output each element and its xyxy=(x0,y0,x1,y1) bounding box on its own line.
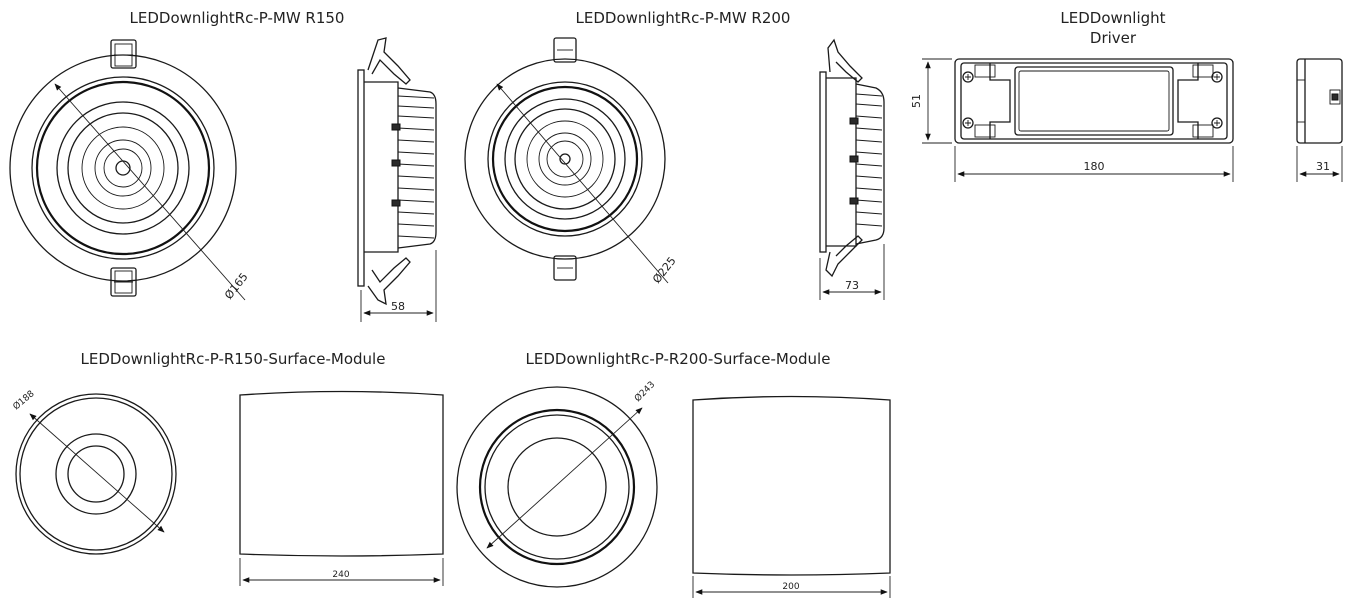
dim-driver-height: 51 xyxy=(910,94,923,108)
r150-front-view xyxy=(9,39,246,301)
dim-r150-diameter: Ø165 xyxy=(222,270,251,301)
r200-surface-side-view xyxy=(692,395,891,598)
title-r150-surface: LEDDownlightRc-P-R150-Surface-Module xyxy=(81,350,386,368)
r200-surface-front-view xyxy=(456,386,658,588)
dim-r150-depth: 58 xyxy=(391,300,405,313)
r150-surface-side-view xyxy=(239,390,444,586)
r200-front-view xyxy=(464,37,669,284)
title-driver-line1: LEDDownlight xyxy=(1060,9,1165,27)
driver-side-view xyxy=(1296,58,1343,182)
title-r200-surface: LEDDownlightRc-P-R200-Surface-Module xyxy=(526,350,831,368)
dim-r200-surface-diameter: Ø243 xyxy=(632,379,657,404)
title-r200: LEDDownlightRc-P-MW R200 xyxy=(576,9,791,27)
dim-r200-surface-width: 200 xyxy=(782,582,799,592)
dim-r150-surface-diameter: Ø188 xyxy=(11,388,37,412)
dim-driver-depth: 31 xyxy=(1316,160,1330,173)
r150-surface-front-view xyxy=(15,393,177,555)
dim-r150-surface-width: 240 xyxy=(332,570,349,580)
r150-side-view xyxy=(357,37,437,322)
r200-side-view xyxy=(819,38,885,300)
title-r150: LEDDownlightRc-P-MW R150 xyxy=(130,9,345,27)
dim-driver-length: 180 xyxy=(1084,160,1105,173)
driver-top-view xyxy=(922,58,1234,182)
dim-r200-depth: 73 xyxy=(845,279,859,292)
dim-r200-diameter: Ø225 xyxy=(650,254,679,285)
title-driver-line2: Driver xyxy=(1090,29,1137,47)
